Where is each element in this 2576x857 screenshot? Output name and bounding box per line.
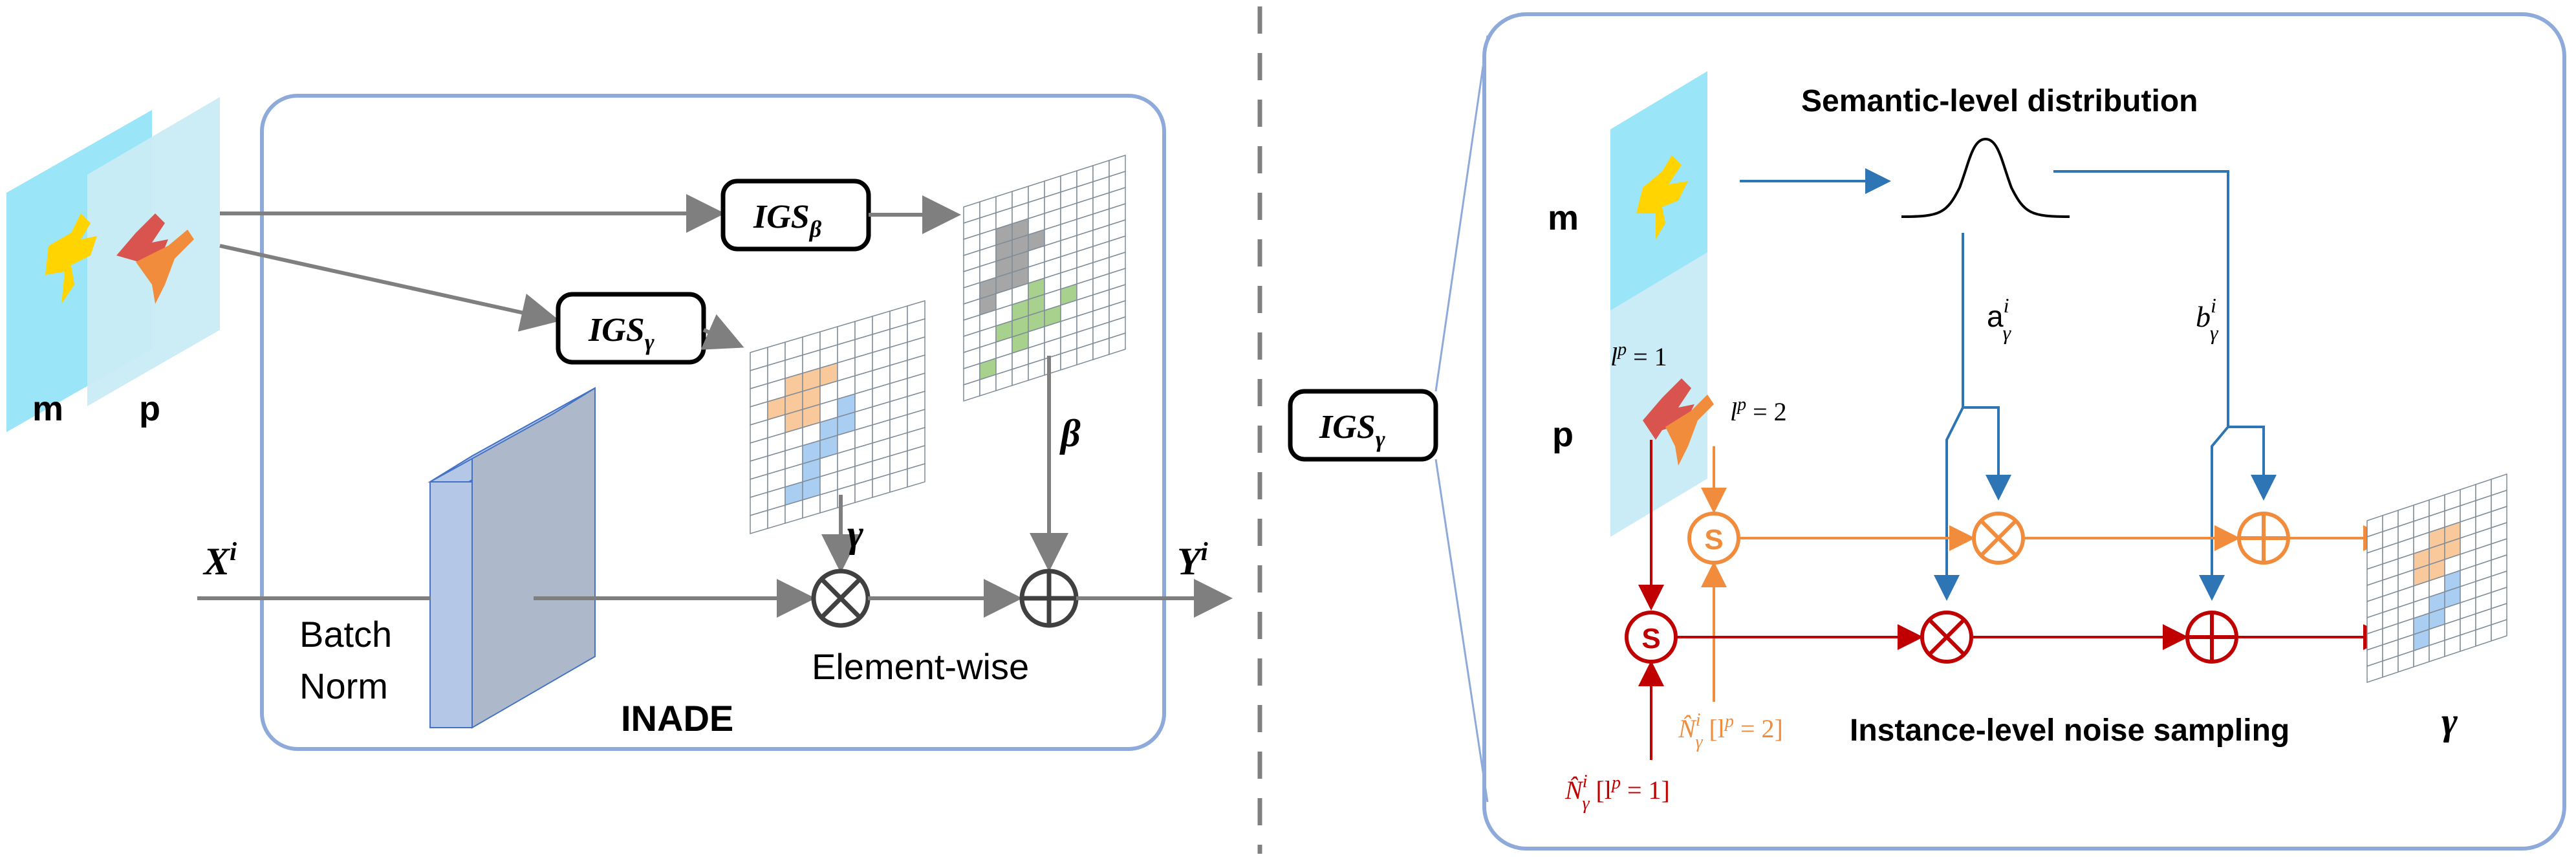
line-b-to-red-add <box>2199 426 2229 601</box>
igs-gamma-text: IGS <box>588 312 645 349</box>
label-gamma-out: γ <box>2441 700 2458 743</box>
grid-cell <box>2491 618 2507 642</box>
line-b-to-orange-add <box>2228 426 2277 501</box>
add-op-left <box>1019 569 1079 628</box>
gamma-grid-right <box>2366 473 2507 684</box>
batch-norm-block <box>428 387 596 729</box>
yellow-shape-left <box>45 213 97 304</box>
grid-cell <box>1109 332 1126 356</box>
semantic-title: Semantic-level distribution <box>1801 84 2198 118</box>
svg-text:IGSγ: IGSγ <box>1319 409 1385 452</box>
line-dist-to-b <box>2053 170 2229 427</box>
arrow-p-to-igs-gamma <box>219 244 560 332</box>
bn-side-top <box>429 387 596 483</box>
label-y-out: Yi <box>1177 537 1208 583</box>
red-add-op <box>2185 611 2238 664</box>
orange-s-text: S <box>1704 524 1723 556</box>
label-gamma-left: γ <box>847 512 863 555</box>
red-shape-left <box>116 213 168 262</box>
igs-gamma-sub: γ <box>645 329 655 355</box>
label-x-in: Xi <box>202 537 237 583</box>
orange-shape-left <box>136 230 194 304</box>
igs-beta-text: IGS <box>753 199 810 235</box>
label-m-right: m <box>1548 199 1579 237</box>
line-a-to-orange-mult <box>1963 406 2011 501</box>
igs-detail-panel <box>1482 12 2566 851</box>
label-beta-left: β <box>1059 412 1081 455</box>
igs-gamma-box: IGSγ <box>556 292 706 365</box>
igs-gamma-right-text: IGS <box>1319 409 1376 446</box>
svg-text:IGSγ: IGSγ <box>588 312 655 355</box>
inade-panel <box>260 94 1166 751</box>
igs-beta-box: IGSβ <box>720 179 871 252</box>
label-p-right: p <box>1552 415 1574 454</box>
red-s-op: S <box>1625 611 1678 664</box>
label-elementwise: Element-wise <box>812 646 1029 687</box>
beta-grid <box>963 154 1126 402</box>
grid-cell <box>907 462 925 488</box>
igs-gamma-box-right: IGSγ <box>1288 389 1438 462</box>
red-mult-op <box>1920 611 1973 664</box>
igs-beta-sub: β <box>808 216 822 242</box>
bn-front <box>429 481 473 728</box>
bn-side <box>471 387 596 729</box>
label-inade: INADE <box>621 698 733 739</box>
red-s-text: S <box>1641 623 1660 655</box>
orange-s-op: S <box>1687 512 1740 565</box>
left-panel: m p IGSβ IGSγ <box>6 94 1233 751</box>
label-lp2: lp = 2 <box>1730 395 1787 426</box>
gaussian-curve <box>1901 137 2070 218</box>
svg-text:IGSβ: IGSβ <box>753 199 822 242</box>
multiply-op-left <box>811 569 871 628</box>
orange-shape-right <box>1665 395 1714 466</box>
sheet-p-right <box>1610 252 1707 537</box>
arrow-igs-gamma-to-grid <box>700 314 744 350</box>
label-m-left: m <box>32 389 63 428</box>
yellow-shape-right <box>1636 155 1688 239</box>
label-p-left: p <box>139 389 160 428</box>
zoom-line-bottom <box>1434 459 1489 803</box>
gamma-grid-left <box>750 299 925 535</box>
line-a-to-red-mult <box>1934 407 1964 601</box>
label-norm: Norm <box>299 666 388 706</box>
igs-gamma-right-sub: γ <box>1376 426 1385 452</box>
right-panel: IGSγ m p lp = 1 lp = 2 Semantic-level di… <box>1288 12 2566 851</box>
orange-add-op <box>2237 512 2290 565</box>
input-sheets-left: m p <box>6 97 220 432</box>
orange-mult-op <box>1972 512 2025 565</box>
zoom-line-top <box>1434 35 1489 392</box>
label-batch: Batch <box>299 614 392 655</box>
label-lp1: lp = 1 <box>1610 340 1667 371</box>
instance-title: Instance-level noise sampling <box>1850 713 2289 748</box>
